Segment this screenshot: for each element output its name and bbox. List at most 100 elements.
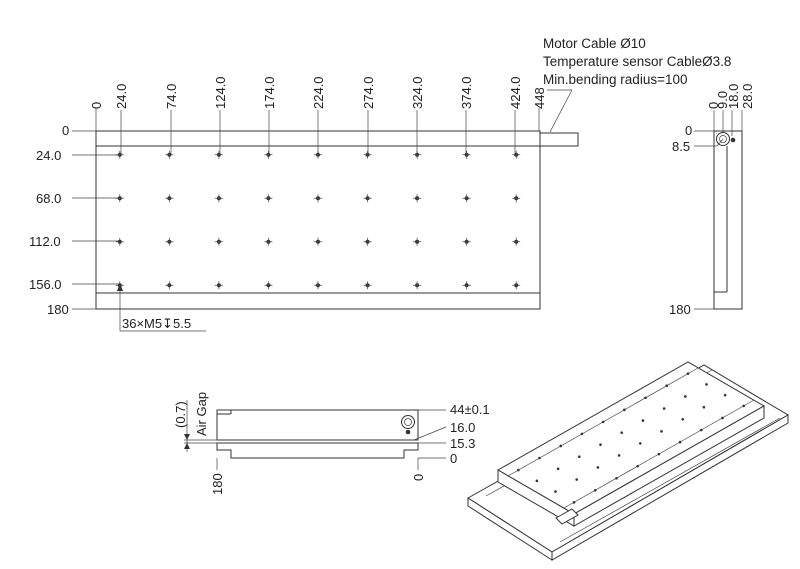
iso-hole-0-4 [601, 420, 605, 424]
front-label-44: 44±0.1 [450, 402, 490, 417]
mounting-hole-cross-0-5 [363, 150, 372, 159]
side-left-leader-8-5 [716, 138, 724, 147]
iso-hole-0-5 [623, 408, 626, 412]
x-label-24: 24.0 [114, 84, 129, 109]
bending-radius-note: Min.bending radius=100 [543, 72, 687, 87]
air-gap-label: Air Gap [194, 392, 209, 436]
iso-hole-3-1 [593, 488, 597, 492]
mounting-hole-cross-3-8 [512, 281, 521, 290]
iso-hole-2-1 [575, 478, 578, 481]
cable-outlet [539, 132, 579, 147]
front-label-16: 16.0 [450, 420, 475, 435]
mounting-hole-cross-0-8 [512, 150, 521, 159]
mounting-hole-cross-0-2 [214, 150, 223, 159]
mounting-hole-cross-3-2 [214, 281, 223, 290]
x-label-224: 224.0 [311, 76, 326, 109]
side-top-label-18: 18.0 [726, 84, 741, 109]
left-extension-lines [72, 130, 121, 310]
mounting-hole-cross-1-0 [115, 194, 124, 203]
mounting-hole-cross-2-4 [314, 237, 322, 246]
top-y-labels: 0 24.0 68.0 112.0 156.0 180 [29, 123, 69, 317]
air-gap-arrow-top [184, 434, 190, 440]
iso-hole-2-7 [702, 405, 706, 409]
iso-hole-0-2 [559, 444, 563, 448]
top-extension-lines [95, 108, 540, 155]
mounting-hole-cross-0-7 [462, 150, 471, 159]
iso-hole-3-4 [657, 452, 661, 456]
iso-hole-1-3 [599, 443, 602, 446]
air-gap-arrow-bottom [184, 443, 190, 449]
mounting-hole-cross-3-4 [314, 281, 322, 290]
iso-hole-2-6 [681, 417, 684, 421]
iso-hole-0-0 [517, 468, 520, 472]
iso-base-rail-front [559, 417, 781, 543]
iso-hole-1-5 [641, 419, 645, 422]
iso-hole-0-3 [580, 432, 584, 436]
mounting-hole-cross-2-2 [214, 237, 223, 246]
front-view-mover [216, 409, 419, 441]
iso-hole-1-0 [535, 479, 539, 483]
top-view: 0 24.0 74.0 124.0 174.0 224.0 274.0 324.… [29, 76, 579, 332]
mounting-hole-cross-2-5 [363, 237, 372, 246]
side-view-body [713, 130, 743, 310]
iso-holes [517, 372, 745, 504]
side-left-label-0: 0 [685, 123, 692, 138]
iso-hole-2-8 [723, 393, 727, 397]
mounting-hole-cross-1-8 [512, 194, 521, 203]
side-top-label-9: 9.0 [715, 91, 730, 109]
mounting-hole-cross-1-4 [314, 194, 322, 203]
front-label-0: 0 [450, 451, 457, 466]
y-label-112: 112.0 [29, 234, 61, 249]
mounting-hole-cross-2-1 [165, 237, 174, 246]
x-label-74: 74.0 [164, 84, 179, 109]
mounting-hole-cross-3-7 [462, 281, 471, 290]
isometric-view [467, 361, 789, 561]
mounting-hole-cross-2-7 [462, 237, 471, 246]
iso-hole-2-0 [554, 490, 557, 493]
mounting-hole-cross-3-5 [363, 281, 372, 290]
mounting-hole-cross-1-2 [214, 194, 223, 203]
mounting-hole-cross-0-4 [314, 150, 322, 159]
iso-hole-1-1 [556, 467, 560, 471]
mounting-hole-cross-1-7 [462, 194, 471, 203]
x-label-0: 0 [89, 102, 104, 109]
mounting-holes [115, 150, 521, 290]
y-label-68: 68.0 [36, 191, 61, 206]
side-top-label-28: 28.0 [740, 84, 755, 109]
iso-hole-1-6 [662, 407, 666, 410]
x-label-124: 124.0 [213, 76, 228, 109]
front-view-stator [216, 442, 419, 459]
hole-callout-text: 36×M5↧5.5 [122, 316, 191, 331]
mounting-hole-cross-0-6 [413, 150, 422, 159]
iso-hole-3-0 [572, 501, 576, 504]
front-sensor-cable [405, 429, 411, 435]
front-cable-circle [401, 415, 415, 429]
front-view: 44±0.1 16.0 15.3 0 (0.7) Air Gap 180 0 [173, 392, 490, 495]
front-label-15: 15.3 [450, 436, 475, 451]
y-label-156: 156.0 [29, 277, 62, 292]
iso-hole-2-3 [617, 454, 621, 457]
note-leader-line [549, 89, 573, 133]
mounting-hole-cross-2-3 [264, 237, 273, 246]
front-cable-core [404, 418, 412, 426]
iso-hole-0-8 [686, 372, 690, 375]
mounting-hole-cross-1-6 [413, 194, 422, 203]
hole-callout-arrow [117, 283, 123, 291]
mounting-hole-cross-0-0 [115, 150, 124, 159]
mounting-hole-cross-2-8 [512, 237, 521, 246]
front-bottom-label-180: 180 [210, 473, 225, 495]
y-label-0: 0 [62, 123, 69, 138]
motor-cable-note: Motor Cable Ø10 [543, 36, 646, 51]
cable-notes: Motor Cable Ø10 Temperature sensor Cable… [543, 36, 731, 133]
side-top-extension-lines [713, 110, 743, 136]
temperature-cable-note: Temperature sensor CableØ3.8 [543, 54, 731, 69]
x-label-374: 374.0 [459, 76, 474, 109]
mounting-hole-cross-3-3 [264, 281, 273, 290]
mounting-hole-cross-1-1 [165, 194, 174, 203]
x-label-424: 424.0 [508, 76, 523, 109]
iso-hole-1-7 [684, 395, 687, 398]
side-top-label-0: 0 [706, 102, 721, 109]
iso-hole-1-8 [705, 383, 708, 386]
air-gap-value: (0.7) [173, 401, 188, 428]
